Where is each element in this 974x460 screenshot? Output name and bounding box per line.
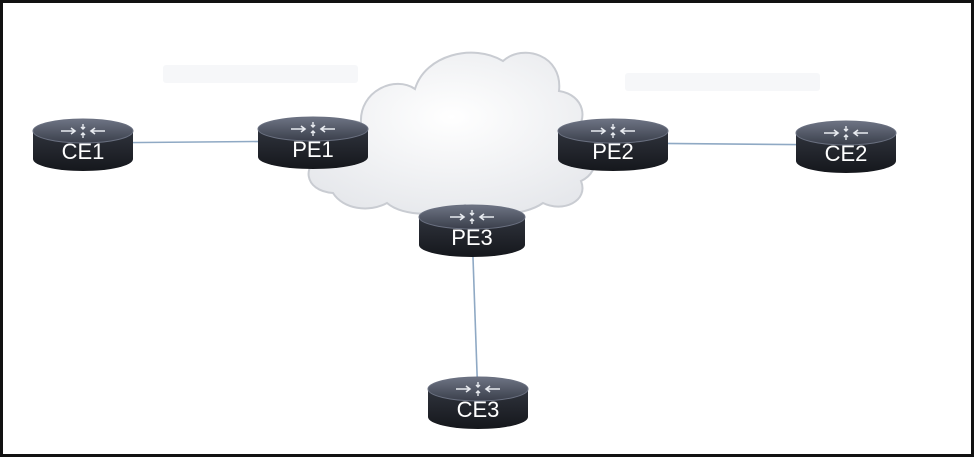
router-icon xyxy=(795,120,897,146)
watermark-left xyxy=(163,65,358,83)
router-pe1[interactable]: PE1 xyxy=(257,116,369,169)
router-label-pe1: PE1 xyxy=(292,137,334,162)
router-icon xyxy=(257,116,369,142)
link-pe3-ce3 xyxy=(471,228,479,402)
router-pe3[interactable]: PE3 xyxy=(418,204,526,257)
router-icon xyxy=(557,118,669,144)
router-icon xyxy=(427,376,529,402)
router-label-ce2: CE2 xyxy=(825,141,868,166)
router-ce1[interactable]: CE1 xyxy=(32,118,134,171)
router-label-pe3: PE3 xyxy=(451,225,493,250)
router-label-pe2: PE2 xyxy=(592,139,634,164)
router-icon xyxy=(418,204,526,230)
router-pe2[interactable]: PE2 xyxy=(557,118,669,171)
router-ce3[interactable]: CE3 xyxy=(427,376,529,429)
router-icon xyxy=(32,118,134,144)
router-ce2[interactable]: CE2 xyxy=(795,120,897,173)
router-label-ce3: CE3 xyxy=(457,397,500,422)
router-label-ce1: CE1 xyxy=(62,139,105,164)
watermark-right xyxy=(625,73,820,91)
